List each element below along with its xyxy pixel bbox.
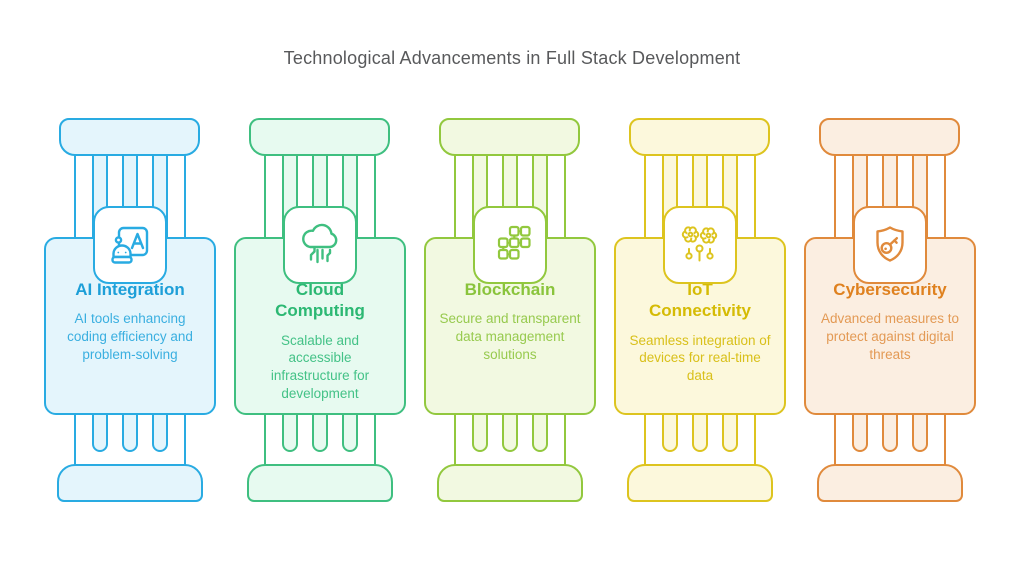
pillar-capital (819, 118, 960, 156)
pillar-capital (629, 118, 770, 156)
icon-badge (93, 206, 167, 284)
flute (852, 412, 868, 452)
info-card: IoT Connectivity Seamless integration of… (614, 237, 786, 415)
pillar-shaft-bottom (74, 412, 186, 466)
flute (122, 412, 138, 452)
card-title: IoT Connectivity (648, 280, 752, 321)
card-title: Blockchain (464, 280, 556, 299)
robot-translate-icon (111, 226, 149, 264)
pillar-shaft-bottom (834, 412, 946, 466)
pillar-ai-integration: AI Integration AI tools enhancing coding… (44, 118, 216, 502)
card-description: AI tools enhancing coding efficiency and… (67, 311, 193, 363)
flute (912, 412, 928, 452)
flute (342, 412, 358, 452)
pillar-cybersecurity: Cybersecurity Advanced measures to prote… (804, 118, 976, 502)
blockchain-nodes-icon (497, 225, 531, 260)
card-title: Cloud Computing (275, 280, 365, 321)
flute (662, 412, 678, 452)
flute (532, 412, 548, 452)
flute (882, 412, 898, 452)
flute (282, 412, 298, 452)
icon-badge (663, 206, 737, 284)
pillar-cloud-computing: Cloud Computing Scalable and accessible … (234, 118, 406, 502)
pillar-shaft-bottom (454, 412, 566, 466)
pillar-iot-connectivity: IoT Connectivity Seamless integration of… (614, 118, 786, 502)
iot-gears-icon (681, 226, 718, 262)
info-card: Blockchain Secure and transparent data m… (424, 237, 596, 415)
pillar-capital (439, 118, 580, 156)
flute (92, 412, 108, 452)
pillar-base (627, 464, 773, 502)
shield-key-icon (876, 226, 904, 262)
card-title: Cybersecurity (833, 280, 947, 299)
cloud-circuit-icon (302, 223, 338, 264)
card-description: Seamless integration of devices for real… (629, 332, 771, 384)
icon-badge (473, 206, 547, 284)
flute (312, 412, 328, 452)
pillar-shaft-bottom (644, 412, 756, 466)
icon-badge (283, 206, 357, 284)
pillar-shaft-bottom (264, 412, 376, 466)
pillar-base (57, 464, 203, 502)
flute (472, 412, 488, 452)
pillar-base (437, 464, 583, 502)
pillar-blockchain: Blockchain Secure and transparent data m… (424, 118, 596, 502)
flute (692, 412, 708, 452)
flute (502, 412, 518, 452)
pillar-base (817, 464, 963, 502)
page-title: Technological Advancements in Full Stack… (283, 48, 741, 68)
card-description: Scalable and accessible infrastructure f… (270, 332, 370, 402)
pillar-capital (59, 118, 200, 156)
card-description: Advanced measures to protect against dig… (820, 311, 960, 363)
card-description: Secure and transparent data management s… (439, 311, 581, 363)
icon-badge (853, 206, 927, 284)
flute (152, 412, 168, 452)
card-title: AI Integration (75, 280, 185, 299)
flute (722, 412, 738, 452)
pillar-capital (249, 118, 390, 156)
pillar-base (247, 464, 393, 502)
